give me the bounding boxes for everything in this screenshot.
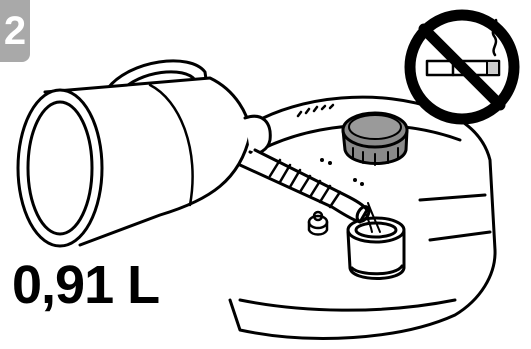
jug-spout <box>240 150 371 223</box>
step-number-badge: 2 <box>0 0 30 62</box>
fuel-cap <box>343 113 407 165</box>
no-smoking-icon <box>410 15 514 119</box>
fuel-volume-label: 0,91 L <box>12 258 159 312</box>
bolt <box>309 212 327 235</box>
fuel-jug <box>18 78 270 246</box>
